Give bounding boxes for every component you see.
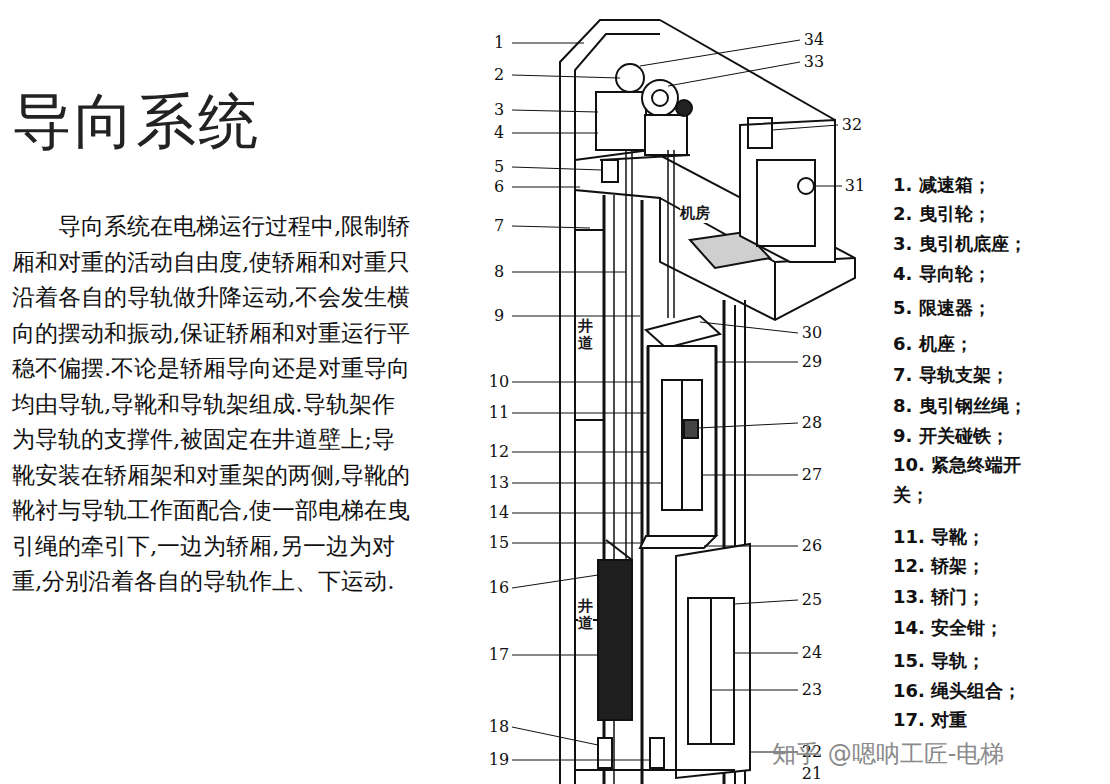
callout-number: 10: [486, 372, 512, 392]
callout-number: 13: [486, 473, 512, 493]
part-list-item: 15. 导轨；: [893, 646, 1043, 676]
callout-number: 17: [486, 645, 512, 665]
callout-number: 25: [799, 590, 825, 610]
callout-number: 30: [799, 323, 825, 343]
part-list-item: 8. 曳引钢丝绳；: [893, 391, 1043, 421]
callout-number: 16: [486, 578, 512, 598]
body-text: 导向系统在电梯运行过程中,限制轿厢和对重的活动自由度,使轿厢和对重只沿着各自的导…: [12, 209, 412, 600]
part-list-item: 4. 导向轮；: [893, 259, 1043, 289]
part-list-item: 17. 对重: [893, 705, 1043, 735]
callout-number: 29: [799, 352, 825, 372]
part-list-item: 11. 导靴；: [893, 522, 1043, 552]
callout-number: 3: [486, 100, 512, 120]
callout-number: 34: [801, 30, 827, 50]
callout-number: 18: [486, 717, 512, 737]
callout-number: 27: [799, 465, 825, 485]
part-list-item: 10. 紧急终端开关；: [893, 450, 1043, 510]
callout-number: 33: [801, 52, 827, 72]
callout-number: 14: [486, 503, 512, 523]
callout-number: 4: [486, 123, 512, 143]
part-list-item: 3. 曳引机底座；: [893, 229, 1043, 259]
callout-number: 11: [486, 403, 512, 423]
part-list-item: 5. 限速器；: [893, 293, 1043, 323]
callout-number: 6: [486, 177, 512, 197]
callout-number: 32: [839, 115, 865, 135]
part-list-item: 1. 减速箱；: [893, 170, 1043, 200]
part-list-item: 2. 曳引轮；: [893, 199, 1043, 229]
callout-number: 31: [842, 176, 868, 196]
machine-room-label: 机房: [680, 204, 710, 223]
callout-number: 26: [799, 536, 825, 556]
part-list-item: 16. 绳头组合；: [893, 676, 1043, 706]
callout-number: 12: [486, 442, 512, 462]
shaft-label: 井道: [578, 598, 593, 631]
callout-number: 9: [486, 306, 512, 326]
callout-number: 7: [486, 216, 512, 236]
watermark: 知乎 @嗯呐工匠-电梯: [772, 738, 1004, 770]
callout-number: 15: [486, 533, 512, 553]
callout-number: 8: [486, 262, 512, 282]
callout-number: 19: [486, 750, 512, 770]
part-list-item: 7. 导轨支架；: [893, 360, 1043, 390]
callout-number: 23: [799, 680, 825, 700]
shaft-label: 井道: [578, 318, 593, 351]
title: 导向系统: [12, 82, 260, 163]
callout-number: 5: [486, 157, 512, 177]
part-list-item: 6. 机座；: [893, 329, 1043, 359]
callout-number: 1: [486, 33, 512, 53]
part-list-item: 14. 安全钳；: [893, 613, 1043, 643]
part-list-item: 13. 轿门；: [893, 582, 1043, 612]
callout-number: 2: [486, 65, 512, 85]
callout-number: 24: [799, 643, 825, 663]
part-list-item: 9. 开关碰铁；: [893, 421, 1043, 451]
callout-number: 28: [799, 413, 825, 433]
part-list-item: 12. 轿架；: [893, 551, 1043, 581]
